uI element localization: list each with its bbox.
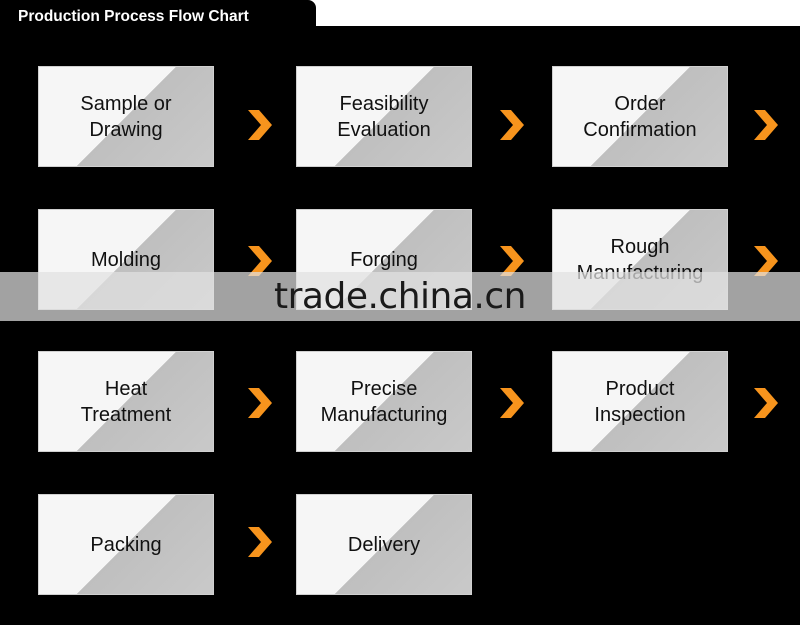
page-title: Production Process Flow Chart [0,0,316,32]
step-card: Product Inspection [552,351,728,452]
step-label: Sample or Drawing [80,92,172,141]
step-card: Feasibility Evaluation [296,66,472,167]
chevron-right-icon [754,388,778,418]
chevron-right-icon [500,110,524,140]
step-card: Delivery [296,494,472,595]
chevron-right-icon [248,110,272,140]
chevron-right-icon [754,246,778,276]
step-label: Packing [90,533,162,556]
step-label: Product Inspection [594,377,686,426]
step-label: Feasibility Evaluation [337,92,431,141]
step-label: Molding [90,248,162,271]
chevron-right-icon [754,110,778,140]
step-card: Sample or Drawing [38,66,214,167]
watermark-text: trade.china.cn [274,276,526,317]
watermark-band: trade.china.cn [0,272,800,321]
chevron-right-icon [248,388,272,418]
step-label: Order Confirmation [583,92,697,141]
chevron-right-icon [500,388,524,418]
chevron-right-icon [248,527,272,557]
step-card: Heat Treatment [38,351,214,452]
step-label: Precise Manufacturing [320,377,448,426]
step-label: Heat Treatment [80,377,172,426]
step-card: Precise Manufacturing [296,351,472,452]
chevron-right-icon [500,246,524,276]
chevron-right-icon [248,246,272,276]
step-card: Order Confirmation [552,66,728,167]
step-label: Forging [350,248,418,271]
step-label: Delivery [347,533,421,556]
step-card: Packing [38,494,214,595]
